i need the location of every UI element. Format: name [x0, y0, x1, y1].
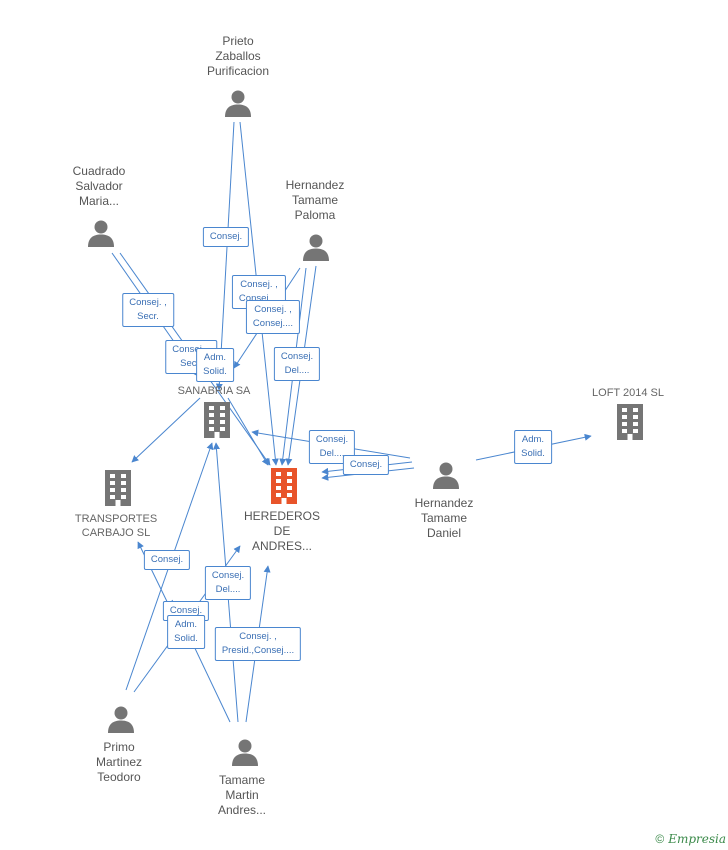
edge-label[interactable]: Adm. Solid. [514, 430, 552, 464]
edge-label[interactable]: Adm. Solid. [167, 615, 205, 649]
building-icon-highlight [271, 468, 297, 504]
edge-label[interactable]: Consej. , Secr. [122, 293, 174, 327]
edge-sanabria-transportes [131, 397, 201, 463]
person-icon [232, 739, 258, 766]
footer-brand[interactable]: ©Empresia [655, 832, 726, 846]
person-icon [303, 234, 329, 261]
edge-label[interactable]: Consej. [342, 455, 390, 475]
edge-label[interactable]: Adm. Solid. [196, 348, 234, 382]
person-label-hernandez-paloma: Hernandez Tamame Paloma [285, 178, 345, 222]
company-label-loft: LOFT 2014 SL [592, 387, 664, 399]
copyright-icon: © [655, 832, 665, 846]
building-icon [105, 470, 131, 506]
edge-label[interactable]: Consej. [143, 550, 191, 570]
person-icon [433, 462, 459, 489]
edge-label[interactable]: Consej. [202, 227, 250, 247]
person-label-prieto: Prieto Zaballos Purificacion [206, 34, 270, 78]
person-label-cuadrado: Cuadrado Salvador Maria... [72, 164, 126, 208]
person-icon [88, 220, 114, 247]
building-icon [204, 402, 230, 438]
edge-label[interactable]: Consej. , Presid.,Consej.... [214, 627, 302, 661]
edge-prieto-sanabria [215, 121, 235, 391]
company-label-transportes: TRANSPORTES CARBAJO SL [74, 513, 158, 539]
person-label-hernandez-daniel: Hernandez Tamame Daniel [414, 496, 474, 540]
building-icon [617, 404, 643, 440]
edge-label[interactable]: Consej. Del.... [204, 566, 252, 600]
person-icon [225, 90, 251, 117]
edge-label[interactable]: Consej. Del.... [273, 347, 321, 381]
person-label-tamame-martin: Tamame Martin Andres... [217, 773, 267, 817]
company-label-herederos: HEREDEROS DE ANDRES... [243, 509, 321, 553]
brand-name: Empresia [668, 832, 726, 846]
person-label-primo: Primo Martinez Teodoro [95, 740, 143, 784]
person-icon [108, 706, 134, 733]
company-label-sanabria: SANABRIA SA [177, 385, 251, 397]
edge-label[interactable]: Consej. , Consej.... [245, 300, 301, 334]
edge-sanabria-herederos [227, 397, 269, 466]
